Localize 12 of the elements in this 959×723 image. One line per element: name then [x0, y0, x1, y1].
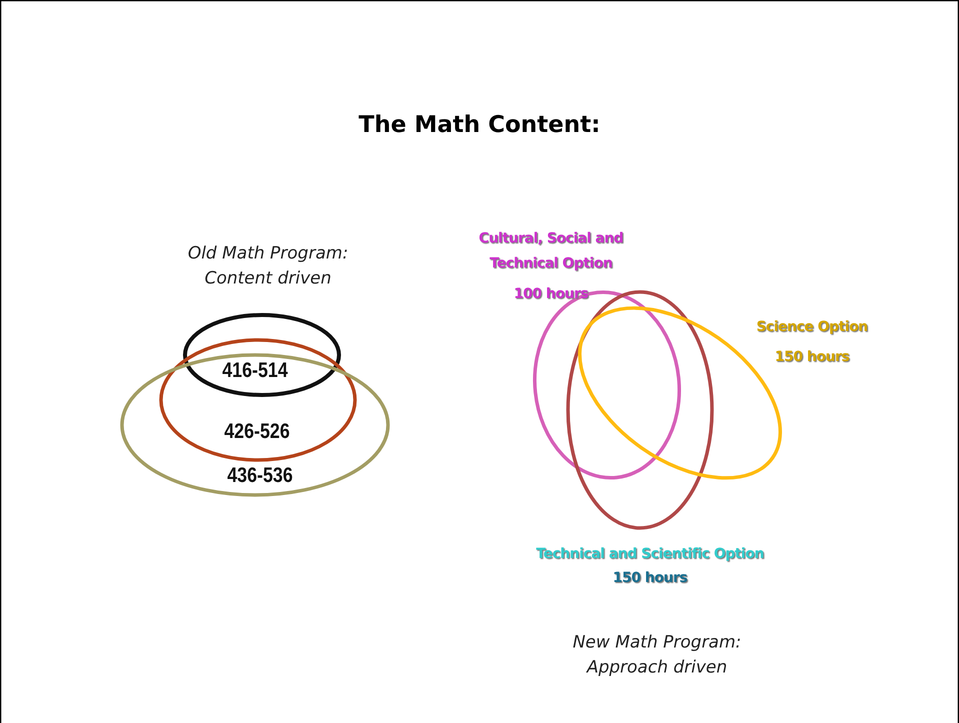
hours-label: 150 hours: [612, 570, 688, 586]
option-label: Science Option: [756, 319, 868, 335]
program-caption: New Math Program: Approach driven: [572, 631, 742, 679]
program-caption: Old Math Program: Content driven: [186, 242, 350, 290]
hours-label: 150 hours: [774, 349, 850, 365]
option-label: Cultural, Social and Technical Option: [478, 230, 624, 273]
range-label: 426-526: [224, 420, 290, 444]
range-label: 436-536: [227, 464, 293, 488]
range-label: 416-514: [222, 359, 288, 383]
slide-title: The Math Content:: [358, 112, 600, 138]
hours-label: 100 hours: [514, 286, 588, 302]
option-label: Technical and Scientific Option: [536, 546, 764, 562]
